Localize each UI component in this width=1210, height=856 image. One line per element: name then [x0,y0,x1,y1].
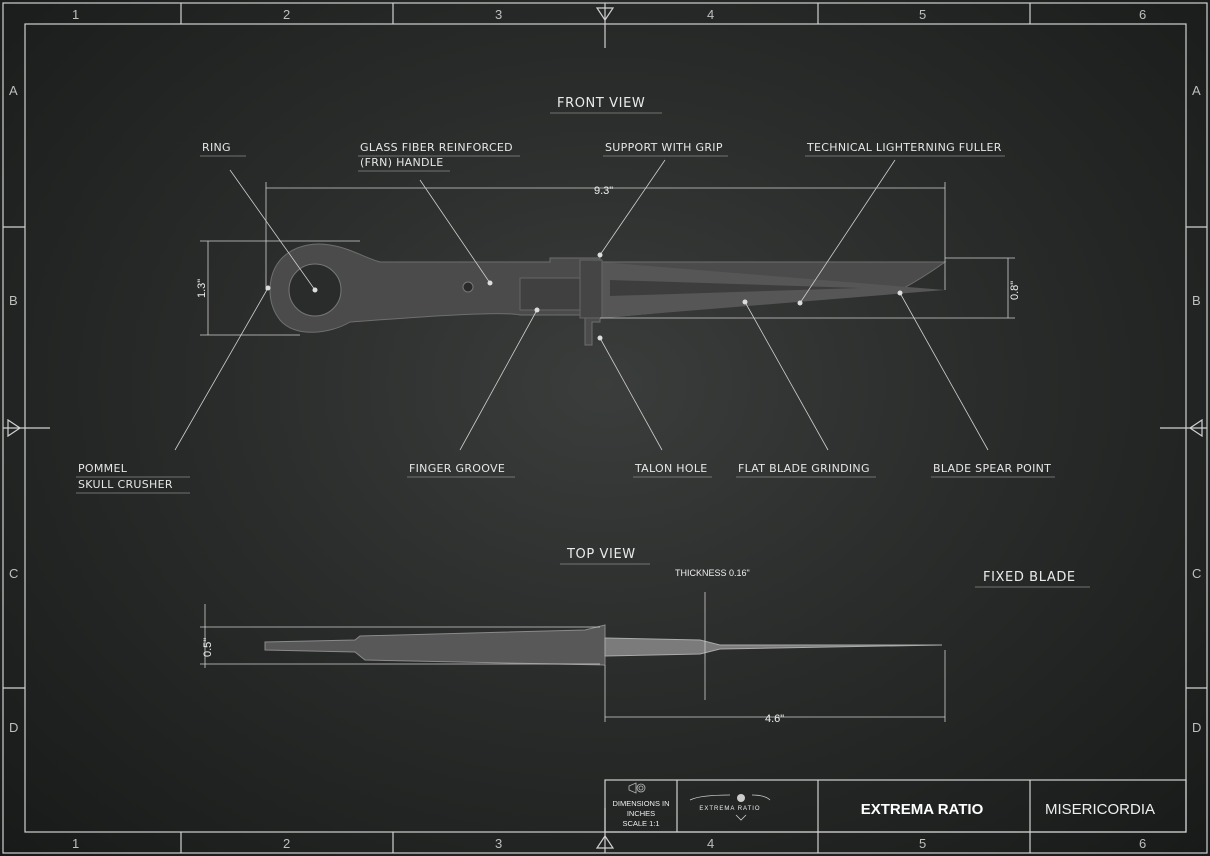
col-label: 3 [495,836,502,851]
fixed-blade-title: FIXED BLADE [983,570,1076,585]
row-label: C [9,566,18,581]
col-label: 5 [919,7,926,22]
row-label: D [9,720,18,735]
knife-front-view [269,243,947,346]
grid-row-labels: A B C D A B C D [9,83,1201,735]
row-label: B [1192,293,1201,308]
label-handle-line2: (FRN) HANDLE [360,156,443,169]
units-line1: DIMENSIONS IN [612,799,669,808]
col-label: 6 [1139,7,1146,22]
leader-lines [174,159,989,451]
units-line2: INCHES [627,809,655,818]
label-finger-groove: FINGER GROOVE [409,462,505,475]
row-label: B [9,293,18,308]
row-label: C [1192,566,1201,581]
callout-dots [265,252,903,341]
label-ring: RING [202,141,231,154]
thickness-label: THICKNESS 0.16" [675,568,750,578]
col-label: 1 [72,7,79,22]
label-pommel-line2: SKULL CRUSHER [78,478,173,491]
knife-top-view [264,624,943,666]
col-label: 2 [283,7,290,22]
handle-height-dim: 1.3" [196,279,208,298]
label-handle-line1: GLASS FIBER REINFORCED [360,141,513,154]
col-label: 3 [495,7,502,22]
logo-text: EXTREMA RATIO [699,806,760,812]
top-height-dim: 0.5" [202,638,214,657]
front-view-title: FRONT VIEW [557,96,645,111]
row-label: A [1192,83,1201,98]
extrema-ratio-logo: EXTREMA RATIO [689,794,771,821]
top-view-title: TOP VIEW [566,547,636,562]
grid-column-labels: 1 2 3 4 5 6 1 2 3 4 5 6 [72,7,1146,851]
label-support: SUPPORT WITH GRIP [605,141,723,154]
col-label: 1 [72,836,79,851]
brand-name: EXTREMA RATIO [861,801,984,818]
dimension-lines [200,182,1015,722]
col-label: 5 [919,836,926,851]
overall-length-dim: 9.3" [594,185,613,197]
title-block: DIMENSIONS IN INCHES SCALE 1:1 EXTREMA R… [604,779,1187,833]
col-label: 4 [707,7,714,22]
scale-label: SCALE 1:1 [622,819,659,828]
projection-symbol-icon [628,782,646,794]
blade-length-dim: 4.6" [765,713,784,725]
row-label: A [9,83,18,98]
col-label: 4 [707,836,714,851]
label-talon-hole: TALON HOLE [634,462,708,475]
label-fuller: TECHNICAL LIGHTERNING FULLER [806,141,1002,154]
label-pommel-line1: POMMEL [78,462,128,475]
col-label: 2 [283,836,290,851]
blade-height-dim: 0.8" [1009,281,1021,300]
row-label: D [1192,720,1201,735]
label-flat-grinding: FLAT BLADE GRINDING [738,462,870,475]
model-name: MISERICORDIA [1045,801,1155,818]
col-label: 6 [1139,836,1146,851]
label-spear-point: BLADE SPEAR POINT [933,462,1051,475]
